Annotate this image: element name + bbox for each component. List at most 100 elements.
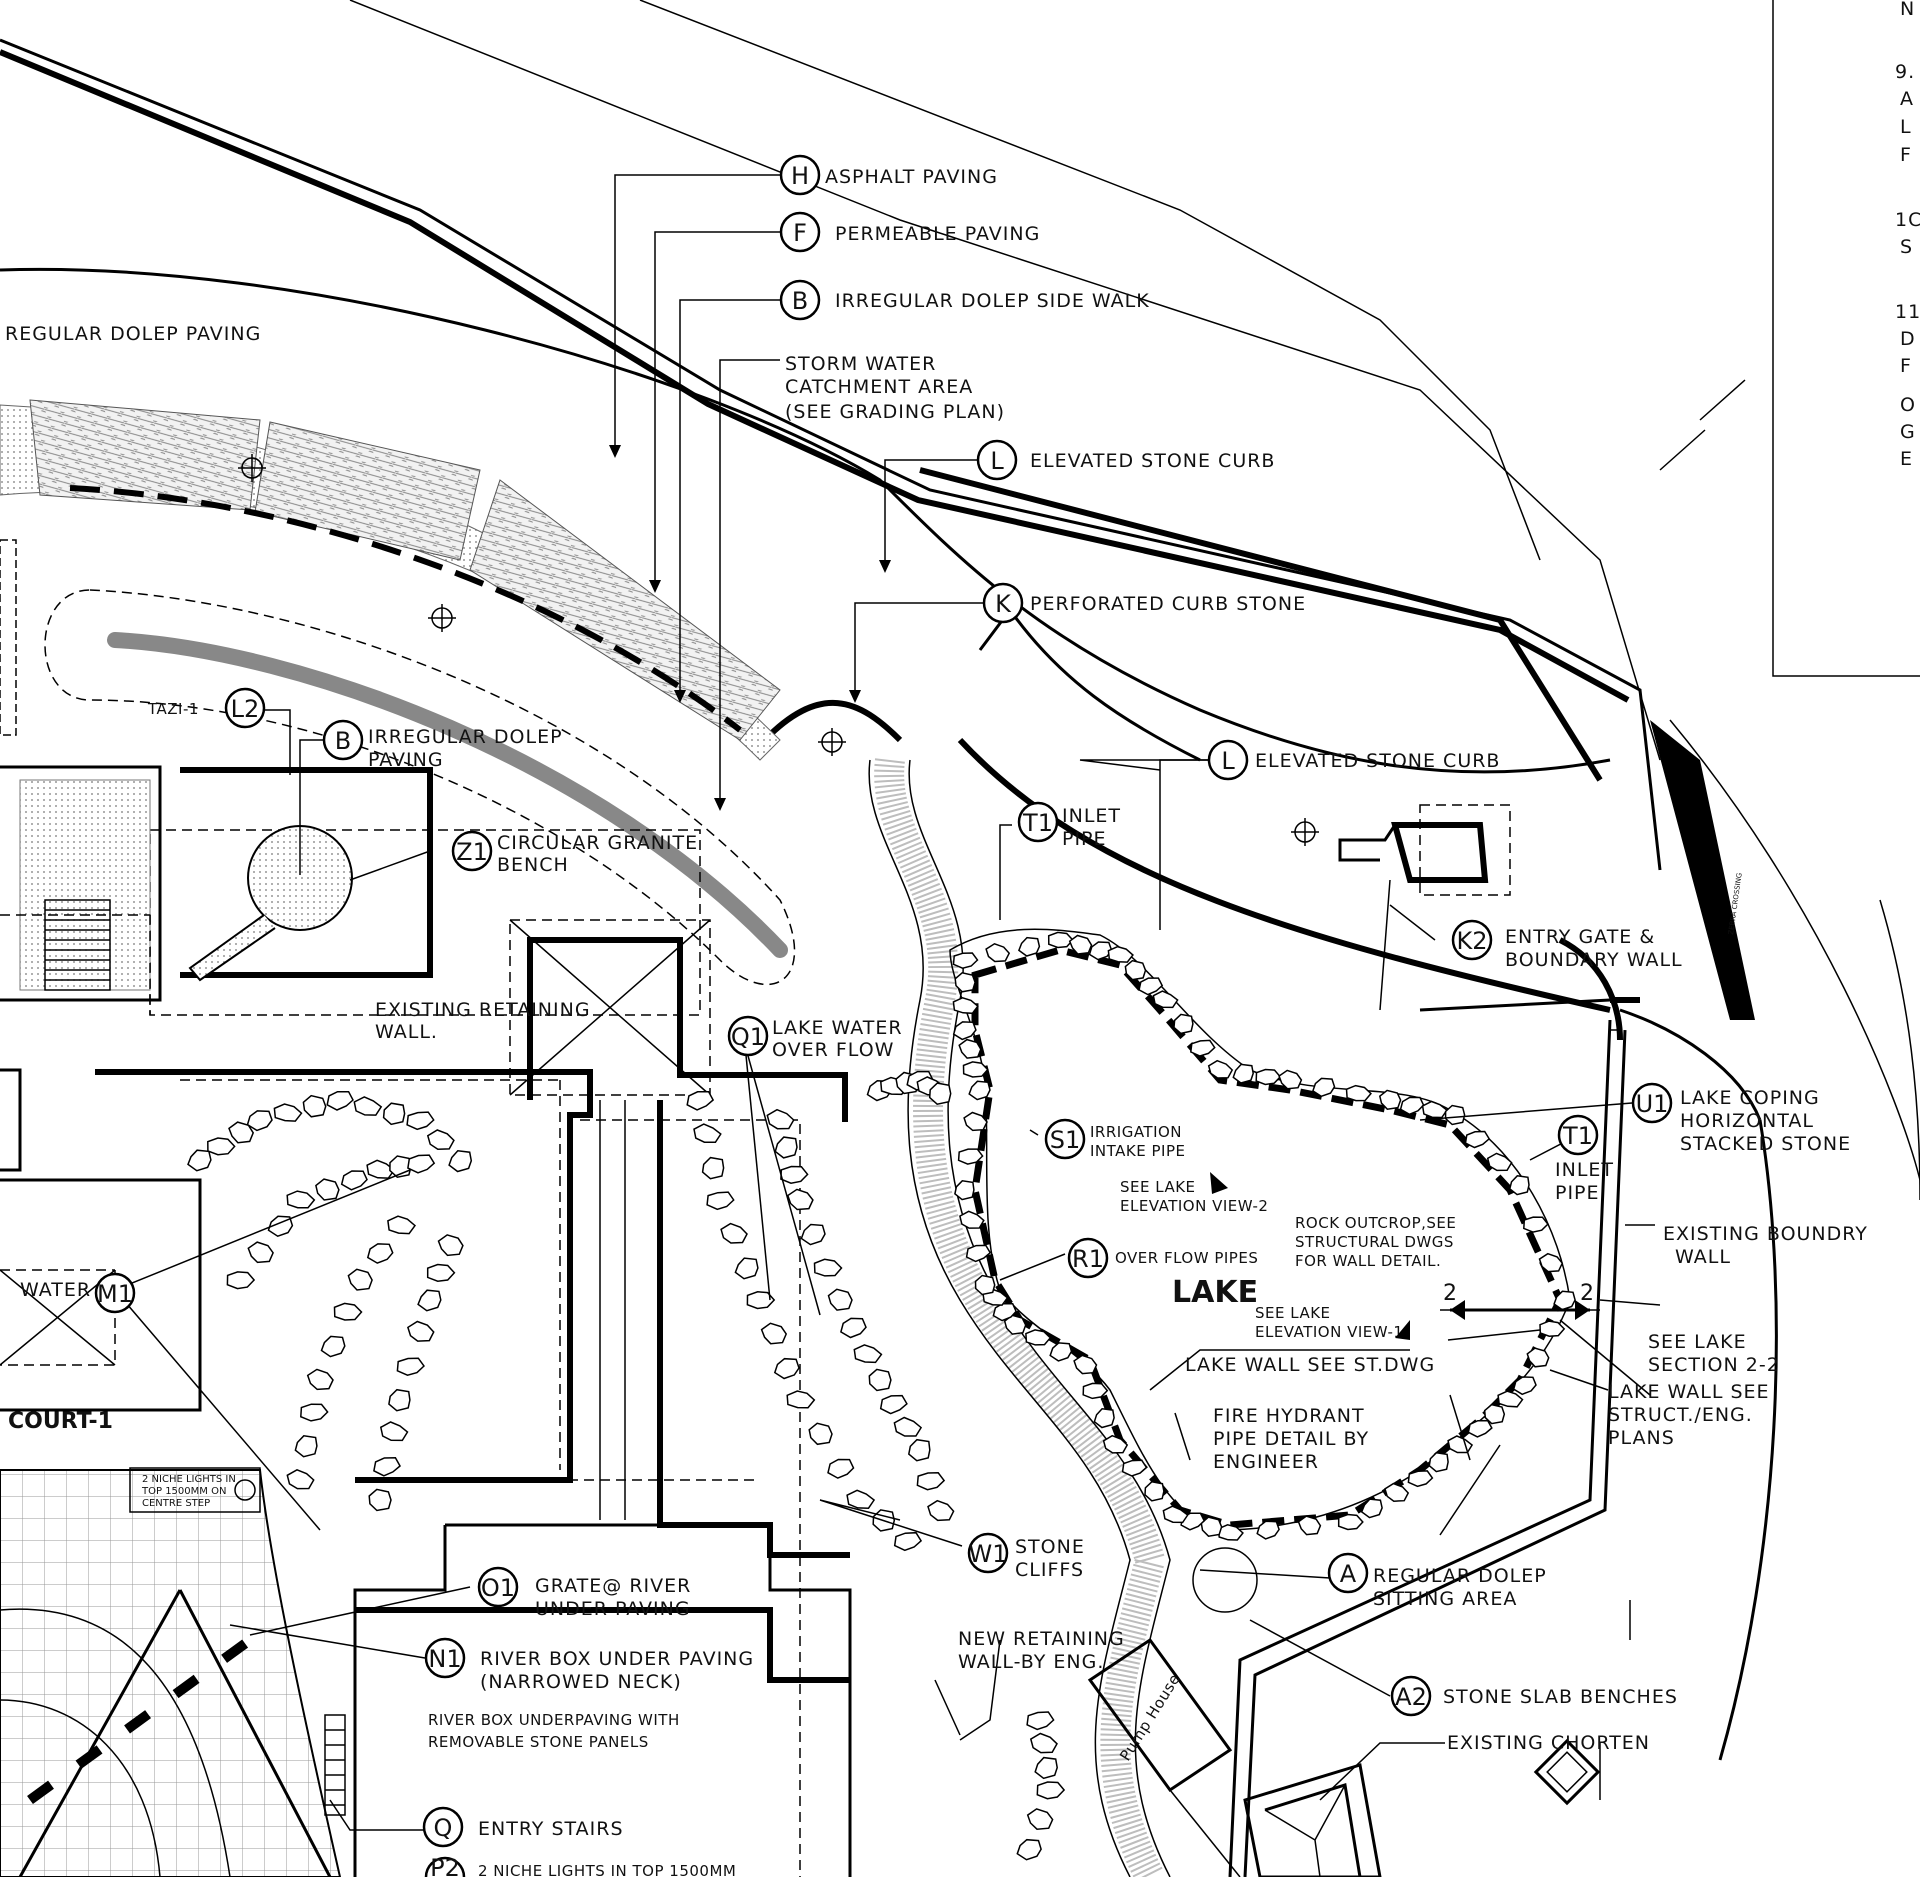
- stone: [954, 1180, 975, 1201]
- svg-text:ELEVATION VIEW-2: ELEVATION VIEW-2: [1120, 1197, 1268, 1215]
- stone: [1444, 1104, 1466, 1126]
- stone: [366, 1243, 394, 1264]
- callout-Z1: Z1 CIRCULAR GRANITE BENCH: [451, 830, 697, 876]
- svg-text:ENTRY STAIRS: ENTRY STAIRS: [478, 1818, 624, 1840]
- svg-text:INTAKE PIPE: INTAKE PIPE: [1090, 1142, 1185, 1160]
- stone: [406, 1111, 435, 1131]
- svg-text:GRATE@ RIVER: GRATE@ RIVER: [535, 1575, 691, 1597]
- svg-text:Pump House: Pump House: [1116, 1670, 1184, 1764]
- stone: [388, 1388, 411, 1412]
- stone: [907, 1438, 931, 1462]
- stone: [720, 1222, 748, 1244]
- stone: [1428, 1451, 1449, 1473]
- callout-tag: H: [791, 162, 809, 190]
- svg-text:EXISTING CHORTEN: EXISTING CHORTEN: [1447, 1732, 1650, 1754]
- svg-text:CENTRE STEP: CENTRE STEP: [142, 1498, 210, 1509]
- stone: [226, 1271, 256, 1290]
- svg-text:IRRIGATION: IRRIGATION: [1090, 1123, 1182, 1141]
- svg-text:PERMEABLE PAVING: PERMEABLE PAVING: [835, 223, 1040, 245]
- svg-text:LAKE WATER: LAKE WATER: [772, 1017, 903, 1039]
- stone: [448, 1150, 473, 1173]
- stone: [187, 1149, 212, 1172]
- svg-text:9.: 9.: [1895, 61, 1915, 83]
- stone: [1124, 959, 1147, 981]
- stone: [368, 1488, 392, 1512]
- stone: [1467, 1419, 1493, 1438]
- see-lake-elevation-2-note: SEE LAKE ELEVATION VIEW-2: [1120, 1172, 1268, 1215]
- stone: [1200, 1516, 1223, 1538]
- stone: [207, 1137, 236, 1156]
- stone: [407, 1154, 436, 1174]
- svg-text:S: S: [1900, 236, 1913, 258]
- stone: [1345, 1084, 1372, 1102]
- stone: [1121, 1459, 1148, 1477]
- callout-L2: TAZI-1 L2: [147, 687, 266, 729]
- stone: [766, 1108, 795, 1130]
- svg-text:PIPE: PIPE: [1555, 1182, 1600, 1204]
- callout-F: F PERMEABLE PAVING: [779, 211, 1040, 253]
- stone: [827, 1288, 853, 1311]
- stone: [1173, 1013, 1194, 1035]
- stone: [693, 1123, 722, 1144]
- callout-Q: Q ENTRY STAIRS: [422, 1806, 624, 1848]
- stone: [773, 1357, 800, 1380]
- stone: [353, 1096, 383, 1116]
- sitting-area-circle: [1192, 1547, 1258, 1613]
- stone-outcrops: [187, 931, 1576, 1861]
- svg-text:1C: 1C: [1895, 209, 1920, 231]
- svg-text:U1: U1: [1636, 1090, 1669, 1118]
- stone: [437, 1234, 464, 1257]
- svg-text:EXISTING BOUNDRY: EXISTING BOUNDRY: [1663, 1223, 1868, 1245]
- callout-M1: WATER M1: [20, 1272, 136, 1314]
- circular-granite-bench: [188, 825, 353, 982]
- svg-text:F: F: [793, 219, 807, 247]
- svg-text:RIVER BOX UNDERPAVING WITH: RIVER BOX UNDERPAVING WITH: [428, 1711, 680, 1729]
- stone: [387, 1215, 417, 1235]
- stone: [701, 1156, 725, 1180]
- svg-text:A: A: [1340, 1560, 1357, 1588]
- lake-label: LAKE: [1172, 1275, 1258, 1310]
- existing-chorten-note: EXISTING CHORTEN: [1447, 1732, 1650, 1754]
- stone: [1025, 1329, 1052, 1346]
- stone: [962, 1061, 989, 1078]
- building-left: [0, 539, 593, 1483]
- stone: [927, 1499, 955, 1522]
- stone: [1378, 1089, 1402, 1110]
- stone: [1082, 1382, 1109, 1400]
- svg-text:SITTING AREA: SITTING AREA: [1373, 1588, 1517, 1610]
- stone: [426, 1129, 455, 1151]
- stone: [396, 1357, 425, 1376]
- stone: [1102, 1434, 1129, 1454]
- stone: [1138, 977, 1164, 996]
- stone: [985, 942, 1011, 963]
- svg-text:R1: R1: [1072, 1245, 1104, 1273]
- stone: [1256, 1520, 1280, 1540]
- stone: [786, 1188, 814, 1211]
- stone: [1538, 1252, 1564, 1273]
- svg-text:PAVING: PAVING: [368, 749, 444, 771]
- stone: [379, 1421, 409, 1442]
- svg-text:CATCHMENT AREA: CATCHMENT AREA: [785, 376, 973, 398]
- stone: [1144, 1480, 1165, 1502]
- stone: [294, 1435, 318, 1458]
- stone: [808, 1422, 833, 1446]
- stone: [1026, 1711, 1055, 1731]
- svg-text:REGULAR DOLEP: REGULAR DOLEP: [1373, 1565, 1547, 1587]
- callout-A2: A2 STONE SLAB BENCHES: [1390, 1675, 1677, 1717]
- court-paving: [0, 1469, 346, 1877]
- stone: [333, 1302, 363, 1321]
- svg-text:STORM WATER: STORM WATER: [785, 353, 936, 375]
- stone: [706, 1191, 735, 1211]
- svg-text:WALL: WALL: [1675, 1246, 1731, 1268]
- stone: [1297, 1515, 1322, 1536]
- svg-text:TOP 1500MM ON: TOP 1500MM ON: [141, 1486, 226, 1497]
- existing-boundry-wall-note: EXISTING BOUNDRY WALL: [1663, 1223, 1868, 1268]
- svg-text:LAKE WALL SEE ST.DWG: LAKE WALL SEE ST.DWG: [1185, 1354, 1435, 1376]
- stone: [1508, 1175, 1530, 1196]
- stone: [1497, 1390, 1524, 1408]
- stone: [957, 1148, 984, 1165]
- callout-K: K PERFORATED CURB STONE: [982, 582, 1305, 624]
- svg-text:SEE LAKE: SEE LAKE: [1120, 1178, 1196, 1196]
- existing-chorten: [1243, 1738, 1601, 1877]
